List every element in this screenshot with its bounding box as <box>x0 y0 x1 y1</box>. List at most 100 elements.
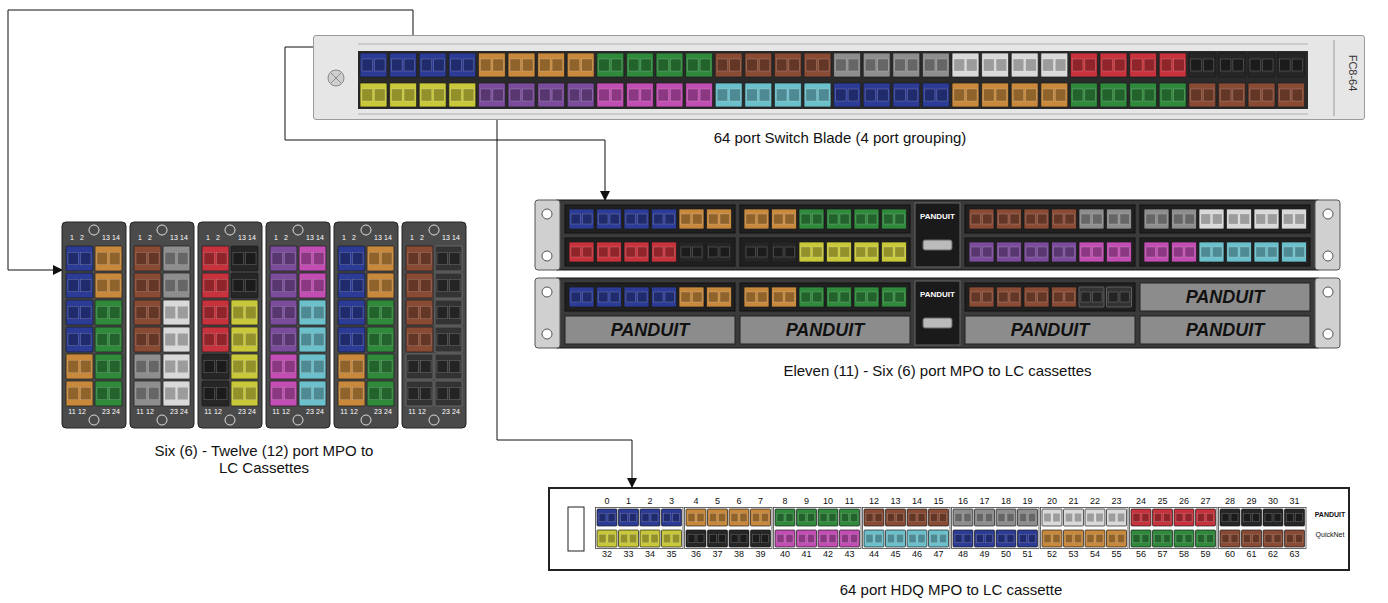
lc-port-hole <box>895 247 905 257</box>
lc-port-hole <box>301 279 312 292</box>
lc-port <box>907 509 927 526</box>
port-number: 24 <box>316 408 324 416</box>
port-number: 23 <box>170 408 178 416</box>
lc-port-hole <box>510 89 521 101</box>
lc-port <box>449 53 476 77</box>
lc-port <box>95 300 122 325</box>
cassette-body <box>565 283 735 311</box>
lc-port <box>1100 83 1127 107</box>
port-number: 15 <box>933 496 943 506</box>
lc-port-hole <box>840 247 850 257</box>
lc-port-hole <box>1244 513 1251 522</box>
lc-port-hole <box>272 333 283 346</box>
lc-port-hole <box>836 59 847 71</box>
port-number: 0 <box>604 496 609 506</box>
port-number: 39 <box>755 549 765 559</box>
lc-port-hole <box>774 292 784 302</box>
caption: Eleven (11) - Six (6) port MPO to LC cas… <box>535 362 1340 379</box>
lc-port <box>478 83 505 107</box>
lc-port-hole <box>1044 513 1051 522</box>
lc-port <box>597 209 622 229</box>
lc-port <box>134 327 161 352</box>
lc-port <box>1042 509 1062 526</box>
lc-port <box>1018 530 1038 547</box>
lc-port-hole <box>149 360 160 373</box>
lc-port <box>907 530 927 547</box>
lc-port-hole <box>353 387 364 400</box>
lc-port-hole <box>1233 89 1244 101</box>
lc-port-hole <box>1268 247 1278 257</box>
lc-port-hole <box>611 59 622 71</box>
lc-port-hole <box>204 279 215 292</box>
port-number: 13 <box>890 496 900 506</box>
lc-port-hole <box>785 247 795 257</box>
lc-port-hole <box>777 513 784 522</box>
lc-port-hole <box>382 360 393 373</box>
cassette-body <box>965 205 1135 233</box>
lc-port-hole <box>1174 59 1185 71</box>
rack-ear <box>535 278 560 348</box>
lc-port-hole <box>178 333 189 346</box>
lc-port <box>1199 242 1224 262</box>
port-number: 1 <box>206 234 210 242</box>
lc-port <box>1199 209 1224 229</box>
port-number: 14 <box>248 234 256 242</box>
lc-port-hole <box>149 279 160 292</box>
lc-port <box>775 530 795 547</box>
lc-port <box>597 242 622 262</box>
lc-port <box>1196 530 1216 547</box>
lc-port-hole <box>1115 59 1126 71</box>
lc-port <box>202 381 229 406</box>
lc-port-hole <box>272 360 283 373</box>
lc-port-hole <box>730 89 741 101</box>
lc-port-hole <box>630 513 637 522</box>
port-number: 25 <box>1157 496 1167 506</box>
lc-port <box>969 287 994 307</box>
lc-port <box>744 209 769 229</box>
lc-port-hole <box>717 59 728 71</box>
lc-port-hole <box>369 279 380 292</box>
cassette-latch <box>157 415 167 425</box>
lc-port-hole <box>753 534 760 543</box>
lc-port-hole <box>204 387 215 400</box>
lc-port-hole <box>450 333 461 346</box>
lc-port <box>231 381 258 406</box>
lc-port-hole <box>110 279 121 292</box>
lc-port <box>626 53 653 77</box>
lc-port-hole <box>878 59 889 71</box>
blank-panel <box>1140 283 1310 311</box>
lc-port-hole <box>1102 59 1113 71</box>
lc-port-hole <box>1096 534 1103 543</box>
lc-port <box>270 246 297 271</box>
lc-port-hole <box>382 279 393 292</box>
lc-port <box>997 209 1022 229</box>
cassette-latch <box>225 415 235 425</box>
lc-port-hole <box>1081 247 1091 257</box>
port-number: 7 <box>758 496 763 506</box>
lc-port <box>1052 287 1077 307</box>
lc-port-hole <box>641 89 652 101</box>
lc-port-hole <box>1207 513 1214 522</box>
device-illustration <box>62 222 466 428</box>
lc-port-hole <box>1120 292 1130 302</box>
lc-port-hole <box>369 360 380 373</box>
lc-port <box>640 530 660 547</box>
lc-port <box>134 273 161 298</box>
port-number: 2 <box>352 234 356 242</box>
lc-port <box>66 327 93 352</box>
lc-port-hole <box>1203 89 1214 101</box>
lc-port-hole <box>688 534 695 543</box>
lc-port-hole <box>709 292 719 302</box>
lc-port-hole <box>654 292 664 302</box>
lc-port-hole <box>233 360 244 373</box>
lc-port <box>597 83 624 107</box>
lc-port-hole <box>81 360 92 373</box>
lc-port-hole <box>1013 59 1024 71</box>
lc-port-hole <box>493 89 504 101</box>
lc-port <box>1144 209 1169 229</box>
lc-port-hole <box>353 252 364 265</box>
lc-port-hole <box>136 333 147 346</box>
lc-port-hole <box>829 292 839 302</box>
lc-port-hole <box>777 534 784 543</box>
